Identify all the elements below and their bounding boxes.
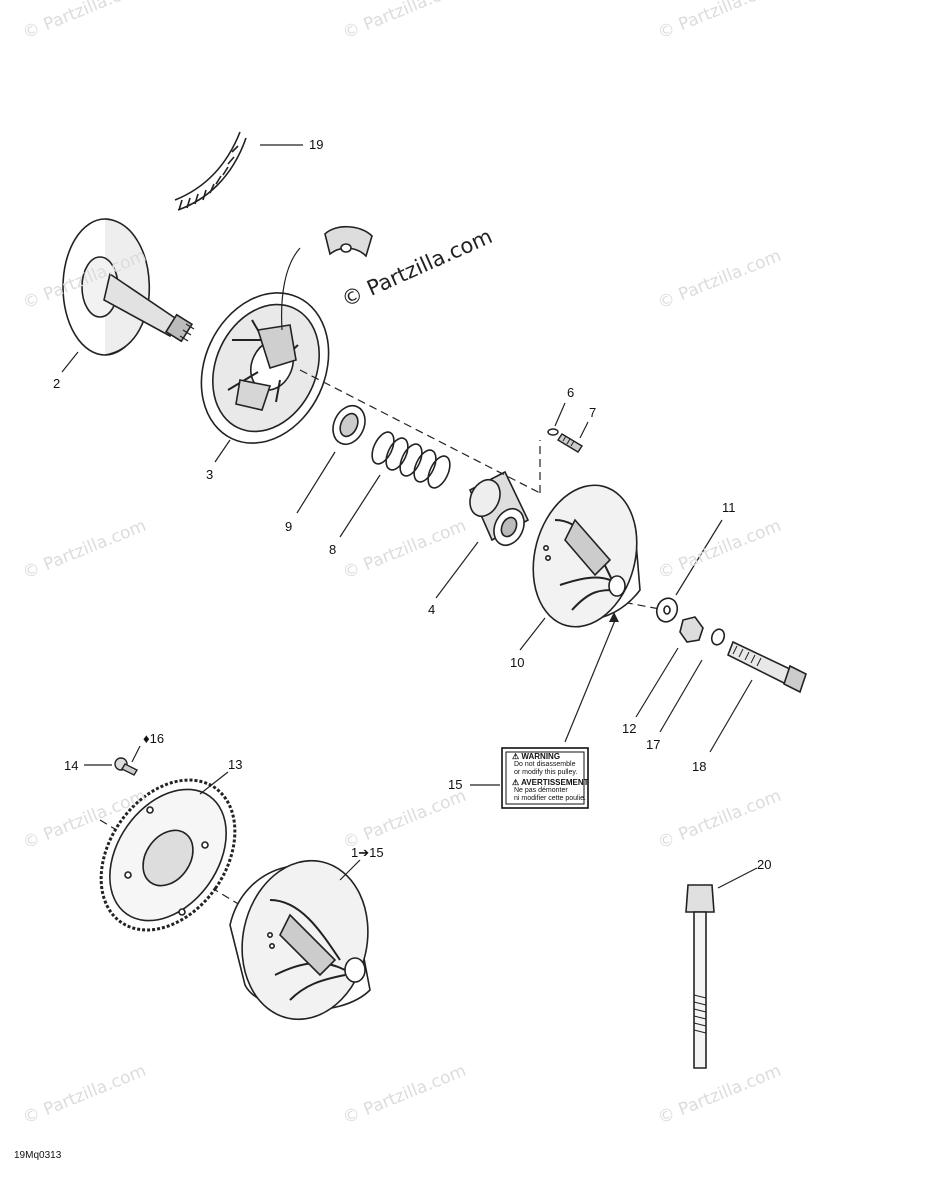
drawing-code: 19Mq0313 (14, 1150, 62, 1161)
washer (655, 597, 679, 623)
callout-14: 14 (64, 758, 79, 773)
callout-10: 10 (510, 655, 525, 670)
callout-16: ♦16 (143, 732, 164, 746)
callout-2: 2 (53, 376, 61, 391)
callout-4: 4 (428, 602, 436, 617)
ring-gear-screw (114, 757, 138, 776)
decal-warning-line: or modify this pulley. (514, 769, 578, 776)
warning-decal (501, 747, 589, 809)
puller-bolt (685, 884, 715, 1069)
nut (679, 616, 704, 643)
decal-warning-line: Do not disassemble (514, 761, 576, 768)
center-axis-line (99, 369, 666, 906)
decal-avertissement-line: Ne pas démonter (514, 787, 568, 794)
callout-9: 9 (285, 519, 293, 534)
callout-13: 13 (228, 757, 243, 772)
decal-avertissement-title: ⚠ AVERTISSEMENT (512, 778, 589, 787)
callout-18: 18 (692, 759, 707, 774)
callout-1-to-15: 1➔15 (351, 845, 384, 860)
drive-pulley-assembly (229, 859, 371, 1021)
decal-avertissement-line: ni modifier cette poulie. (514, 795, 586, 802)
spring (371, 431, 451, 489)
slider-shoe (281, 225, 373, 331)
callout-15: 15 (448, 777, 463, 792)
callout-3: 3 (206, 467, 214, 482)
drive-belt (174, 131, 247, 211)
bolt (726, 640, 807, 694)
leader-lines (61, 144, 758, 889)
decal-warning-title: ⚠ WARNING (512, 752, 561, 761)
ring-gear (99, 778, 237, 932)
set-screw (547, 428, 583, 453)
callout-17: 17 (646, 737, 661, 752)
cam-spider (468, 470, 530, 547)
callout-8: 8 (329, 542, 337, 557)
sliding-sheave (532, 484, 641, 628)
callout-11: 11 (722, 500, 736, 515)
loctite-drop-icon: ♦ (143, 731, 150, 746)
callout-16-number: 16 (149, 731, 165, 746)
governor-cup (200, 292, 330, 444)
callout-19: 19 (309, 137, 324, 152)
callout-6: 6 (567, 385, 575, 400)
fixed-sheave (62, 218, 195, 356)
spring-seat (332, 404, 366, 446)
callout-7: 7 (589, 405, 597, 420)
callout-20: 20 (757, 857, 772, 872)
callout-12: 12 (622, 721, 637, 736)
leader-arrowhead (609, 612, 619, 622)
lock-washer (710, 628, 726, 646)
